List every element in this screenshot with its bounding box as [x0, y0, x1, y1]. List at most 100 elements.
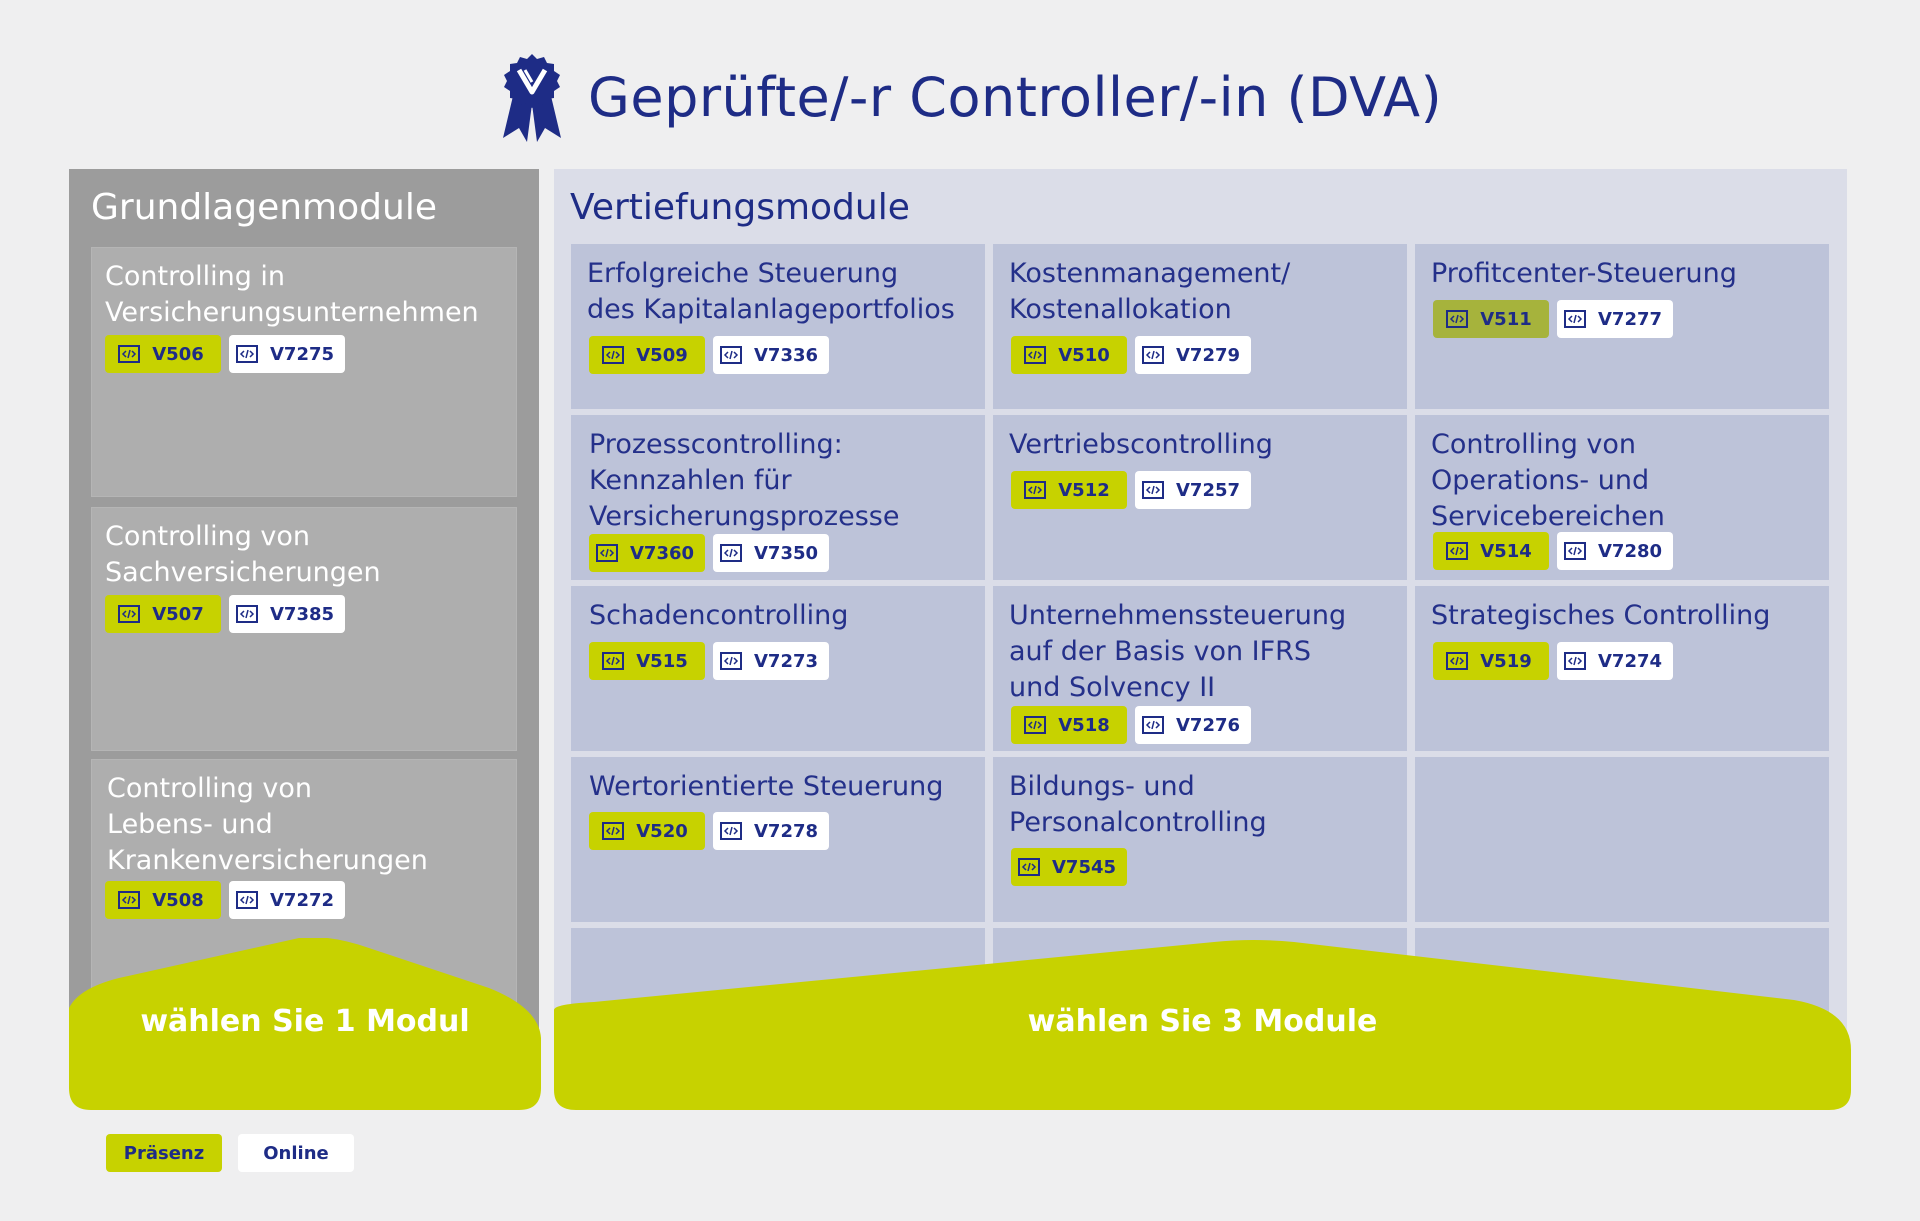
- online-code: V7280: [1597, 540, 1663, 562]
- code-icon: [1024, 716, 1047, 734]
- code-icon: [1446, 652, 1469, 670]
- code-icon: [1017, 858, 1040, 876]
- module-title: Strategisches Controlling: [1431, 600, 1771, 631]
- code-icon: [1141, 716, 1164, 734]
- online-code: V7279: [1175, 344, 1241, 366]
- module-title: Bildungs- und Personalcontrolling: [1009, 771, 1267, 838]
- module-title: Erfolgreiche Steuerung des Kapitalanlage…: [587, 258, 955, 325]
- presence-code-badge[interactable]: V507: [105, 595, 221, 633]
- code-icon: [602, 346, 625, 364]
- online-code: V7274: [1597, 650, 1663, 672]
- online-code-badge[interactable]: V7280: [1557, 532, 1673, 570]
- online-code-badge[interactable]: V7257: [1135, 471, 1251, 509]
- presence-code: V511: [1480, 308, 1532, 330]
- presence-code-badge[interactable]: V508: [105, 881, 221, 919]
- module-title: Wertorientierte Steuerung: [589, 771, 944, 802]
- presence-code: V509: [636, 344, 688, 366]
- presence-code-badge[interactable]: V7545: [1011, 848, 1127, 886]
- code-icon: [719, 346, 742, 364]
- code-icon: [235, 605, 258, 623]
- module-title: Controlling von Sachversicherungen: [105, 521, 381, 588]
- online-code: V7350: [753, 542, 819, 564]
- online-code-badge[interactable]: V7336: [713, 336, 829, 374]
- module-card[interactable]: Controlling von Operations- und Serviceb…: [1415, 415, 1829, 580]
- presence-code-badge[interactable]: V515: [589, 642, 705, 680]
- module-card[interactable]: Prozesscontrolling: Kennzahlen für Versi…: [571, 415, 985, 580]
- advanced-modules-title: Vertiefungsmodule: [570, 187, 910, 228]
- online-code-badge[interactable]: V7279: [1135, 336, 1251, 374]
- module-card[interactable]: Controlling in Versicherungsunternehmen …: [91, 247, 517, 497]
- presence-code: V518: [1058, 714, 1110, 736]
- code-icon: [719, 544, 742, 562]
- band-shape: [69, 938, 541, 1110]
- online-code: V7336: [753, 344, 819, 366]
- presence-code-badge[interactable]: V506: [105, 335, 221, 373]
- online-code-badge[interactable]: V7275: [229, 335, 345, 373]
- presence-code: V519: [1480, 650, 1532, 672]
- online-code-badge[interactable]: V7273: [713, 642, 829, 680]
- online-code: V7257: [1175, 479, 1241, 501]
- module-card[interactable]: Bildungs- und Personalcontrolling V7545: [993, 757, 1407, 922]
- module-title: Controlling in Versicherungsunternehmen: [105, 261, 479, 328]
- code-icon: [1563, 542, 1586, 560]
- module-card[interactable]: Erfolgreiche Steuerung des Kapitalanlage…: [571, 244, 985, 409]
- online-code-badge[interactable]: V7350: [713, 534, 829, 572]
- code-icon: [118, 891, 141, 909]
- foundation-modules-title: Grundlagenmodule: [91, 187, 437, 228]
- presence-code-badge[interactable]: V512: [1011, 471, 1127, 509]
- code-icon: [719, 652, 742, 670]
- presence-code-badge[interactable]: V511: [1433, 300, 1549, 338]
- code-icon: [1446, 542, 1469, 560]
- award-ribbon-icon: [503, 54, 561, 142]
- module-card[interactable]: Schadencontrolling V515 V7273: [571, 586, 985, 751]
- choose-one-module-label: wählen Sie 1 Modul: [140, 1004, 470, 1039]
- presence-code-badge[interactable]: V510: [1011, 336, 1127, 374]
- code-icon: [719, 822, 742, 840]
- online-code-badge[interactable]: V7276: [1135, 706, 1251, 744]
- module-card[interactable]: Wertorientierte Steuerung V520 V7278: [571, 757, 985, 922]
- module-title: Prozesscontrolling: Kennzahlen für Versi…: [589, 429, 900, 532]
- module-card[interactable]: Kostenmanagement/ Kostenallokation V510 …: [993, 244, 1407, 409]
- presence-code: V515: [636, 650, 688, 672]
- online-code-badge[interactable]: V7272: [229, 881, 345, 919]
- presence-code-badge[interactable]: V514: [1433, 532, 1549, 570]
- online-code-badge[interactable]: V7274: [1557, 642, 1673, 680]
- choose-one-module-band: wählen Sie 1 Modul: [69, 938, 541, 1112]
- presence-code-badge[interactable]: V518: [1011, 706, 1127, 744]
- choose-three-modules-band: wählen Sie 3 Module: [554, 940, 1851, 1112]
- online-code-badge[interactable]: V7277: [1557, 300, 1673, 338]
- code-icon: [1446, 310, 1469, 328]
- module-card[interactable]: Unternehmenssteuerung auf der Basis von …: [993, 586, 1407, 751]
- code-icon: [1563, 652, 1586, 670]
- code-icon: [1024, 346, 1047, 364]
- presence-code-badge[interactable]: V7360: [589, 534, 705, 572]
- module-title: Schadencontrolling: [589, 600, 849, 631]
- header: Geprüfte/-r Controller/-in (DVA): [0, 46, 1920, 146]
- module-card[interactable]: Strategisches Controlling V519 V7274: [1415, 586, 1829, 751]
- code-icon: [118, 605, 141, 623]
- presence-code: V7545: [1051, 856, 1117, 878]
- presence-code: V514: [1480, 540, 1532, 562]
- presence-code: V507: [152, 603, 204, 625]
- online-code: V7277: [1597, 308, 1663, 330]
- code-icon: [118, 345, 141, 363]
- module-title: Kostenmanagement/ Kostenallokation: [1009, 258, 1291, 325]
- online-code-badge[interactable]: V7278: [713, 812, 829, 850]
- presence-code: V7360: [629, 542, 695, 564]
- online-code-badge[interactable]: V7385: [229, 595, 345, 633]
- code-icon: [235, 345, 258, 363]
- legend-online: Online: [238, 1134, 354, 1172]
- module-title: Controlling von Operations- und Serviceb…: [1431, 429, 1665, 532]
- presence-code: V520: [636, 820, 688, 842]
- module-title: Profitcenter-Steuerung: [1431, 258, 1737, 289]
- presence-code-badge[interactable]: V520: [589, 812, 705, 850]
- code-icon: [1141, 346, 1164, 364]
- module-card[interactable]: Profitcenter-Steuerung V511 V7277: [1415, 244, 1829, 409]
- page-title: Geprüfte/-r Controller/-in (DVA): [588, 66, 1443, 129]
- presence-code-badge[interactable]: V519: [1433, 642, 1549, 680]
- advanced-modules-panel: Vertiefungsmodule Erfolgreiche Steuerung…: [554, 169, 1847, 1039]
- module-title: Controlling von Lebens- und Krankenversi…: [107, 773, 428, 876]
- module-card[interactable]: Vertriebscontrolling V512 V7257: [993, 415, 1407, 580]
- module-card[interactable]: Controlling von Sachversicherungen V507 …: [91, 507, 517, 751]
- presence-code-badge[interactable]: V509: [589, 336, 705, 374]
